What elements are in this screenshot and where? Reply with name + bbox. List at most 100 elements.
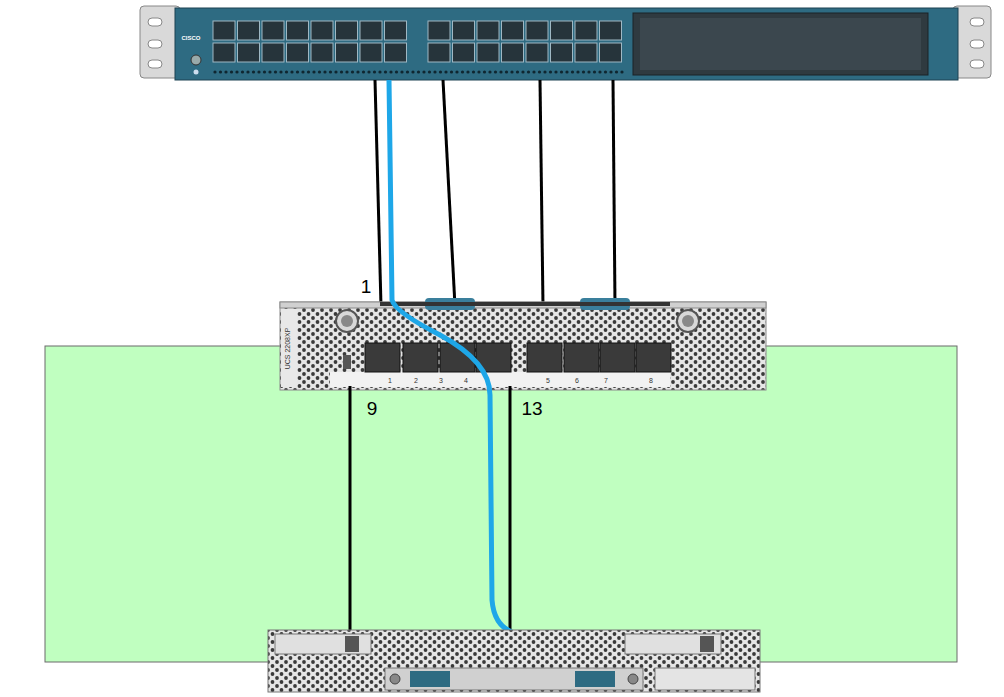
port-cage [526, 43, 548, 62]
port-cage [287, 43, 309, 62]
port-number: 4 [464, 377, 468, 384]
vent-dot [312, 70, 315, 73]
vent-dot [521, 70, 524, 73]
port-cage [213, 21, 235, 40]
vent-dot [582, 70, 585, 73]
vent-dot [257, 70, 260, 73]
vent-dot [604, 70, 607, 73]
port-number: 5 [546, 377, 550, 384]
port-cage [262, 21, 284, 40]
port-cage [213, 43, 235, 62]
vent-dot [235, 70, 238, 73]
vent-dot [455, 70, 458, 73]
vent-dot [279, 70, 282, 73]
vent-dot [488, 70, 491, 73]
vent-dot [444, 70, 447, 73]
vent-dot [318, 70, 321, 73]
port-cage [453, 21, 475, 40]
vent-dot [356, 70, 359, 73]
port-cage [502, 43, 524, 62]
vent-dot [307, 70, 310, 73]
vent-dot [252, 70, 255, 73]
vent-dot [538, 70, 541, 73]
vent-dot [461, 70, 464, 73]
port-cage [502, 21, 524, 40]
vent-dot [224, 70, 227, 73]
sfp-port [527, 343, 562, 372]
port-cage [526, 21, 548, 40]
vent-dot [263, 70, 266, 73]
vent-dot [340, 70, 343, 73]
vent-dot [378, 70, 381, 73]
vent-dot [389, 70, 392, 73]
port-cage [311, 21, 333, 40]
cables [375, 80, 615, 306]
port-cage [262, 43, 284, 62]
vent-dot [576, 70, 579, 73]
vent-dot [373, 70, 376, 73]
brand-label: CISCO [181, 35, 200, 41]
vent-dot [241, 70, 244, 73]
blade-server [268, 630, 760, 692]
callout-number: 13 [521, 399, 542, 418]
sfp-port [564, 343, 599, 372]
vent-dot [483, 70, 486, 73]
vent-dot [301, 70, 304, 73]
sfp-port [403, 343, 438, 372]
vent-dot [329, 70, 332, 73]
port-cage [336, 21, 358, 40]
vent-dot [406, 70, 409, 73]
vent-dot [395, 70, 398, 73]
vent-dot [268, 70, 271, 73]
sfp-port [636, 343, 671, 372]
port-cage [238, 21, 260, 40]
vent-dot [532, 70, 535, 73]
vent-dot [274, 70, 277, 73]
vent-dot [296, 70, 299, 73]
vent-dot [543, 70, 546, 73]
port-cage [428, 21, 450, 40]
port-cage [453, 43, 475, 62]
vent-dot [494, 70, 497, 73]
sfp-port [365, 343, 400, 372]
port-number: 6 [575, 377, 579, 384]
port-cage [287, 21, 309, 40]
vent-dot [609, 70, 612, 73]
vent-dot [499, 70, 502, 73]
port-cage [311, 43, 333, 62]
vent-dot [439, 70, 442, 73]
vent-dot [615, 70, 618, 73]
vent-dot [428, 70, 431, 73]
port-cage [575, 43, 597, 62]
fabric-interconnect [140, 6, 991, 80]
cables [350, 386, 510, 632]
vent-dot [362, 70, 365, 73]
vent-dot [246, 70, 249, 73]
vent-dot [411, 70, 414, 73]
vent-dot [450, 70, 453, 73]
sfp-port [600, 343, 635, 372]
vent-dot [472, 70, 475, 73]
vent-dot [587, 70, 590, 73]
vent-dot [285, 70, 288, 73]
port-cages [213, 21, 624, 74]
port-cage [336, 43, 358, 62]
vent-dot [516, 70, 519, 73]
port-cage [385, 21, 407, 40]
port-number: 1 [388, 377, 392, 384]
vent-dot [560, 70, 563, 73]
port-cage [575, 21, 597, 40]
port-number: 3 [439, 377, 443, 384]
port-cage [238, 43, 260, 62]
port-cage [477, 43, 499, 62]
model-label: UCS 2208XP [284, 327, 291, 369]
vent-dot [554, 70, 557, 73]
port-cage [428, 43, 450, 62]
vent-dot [620, 70, 623, 73]
callout-number: 9 [367, 399, 378, 418]
port-cage [477, 21, 499, 40]
port-cage [360, 21, 382, 40]
callout-number: 1 [361, 277, 372, 296]
